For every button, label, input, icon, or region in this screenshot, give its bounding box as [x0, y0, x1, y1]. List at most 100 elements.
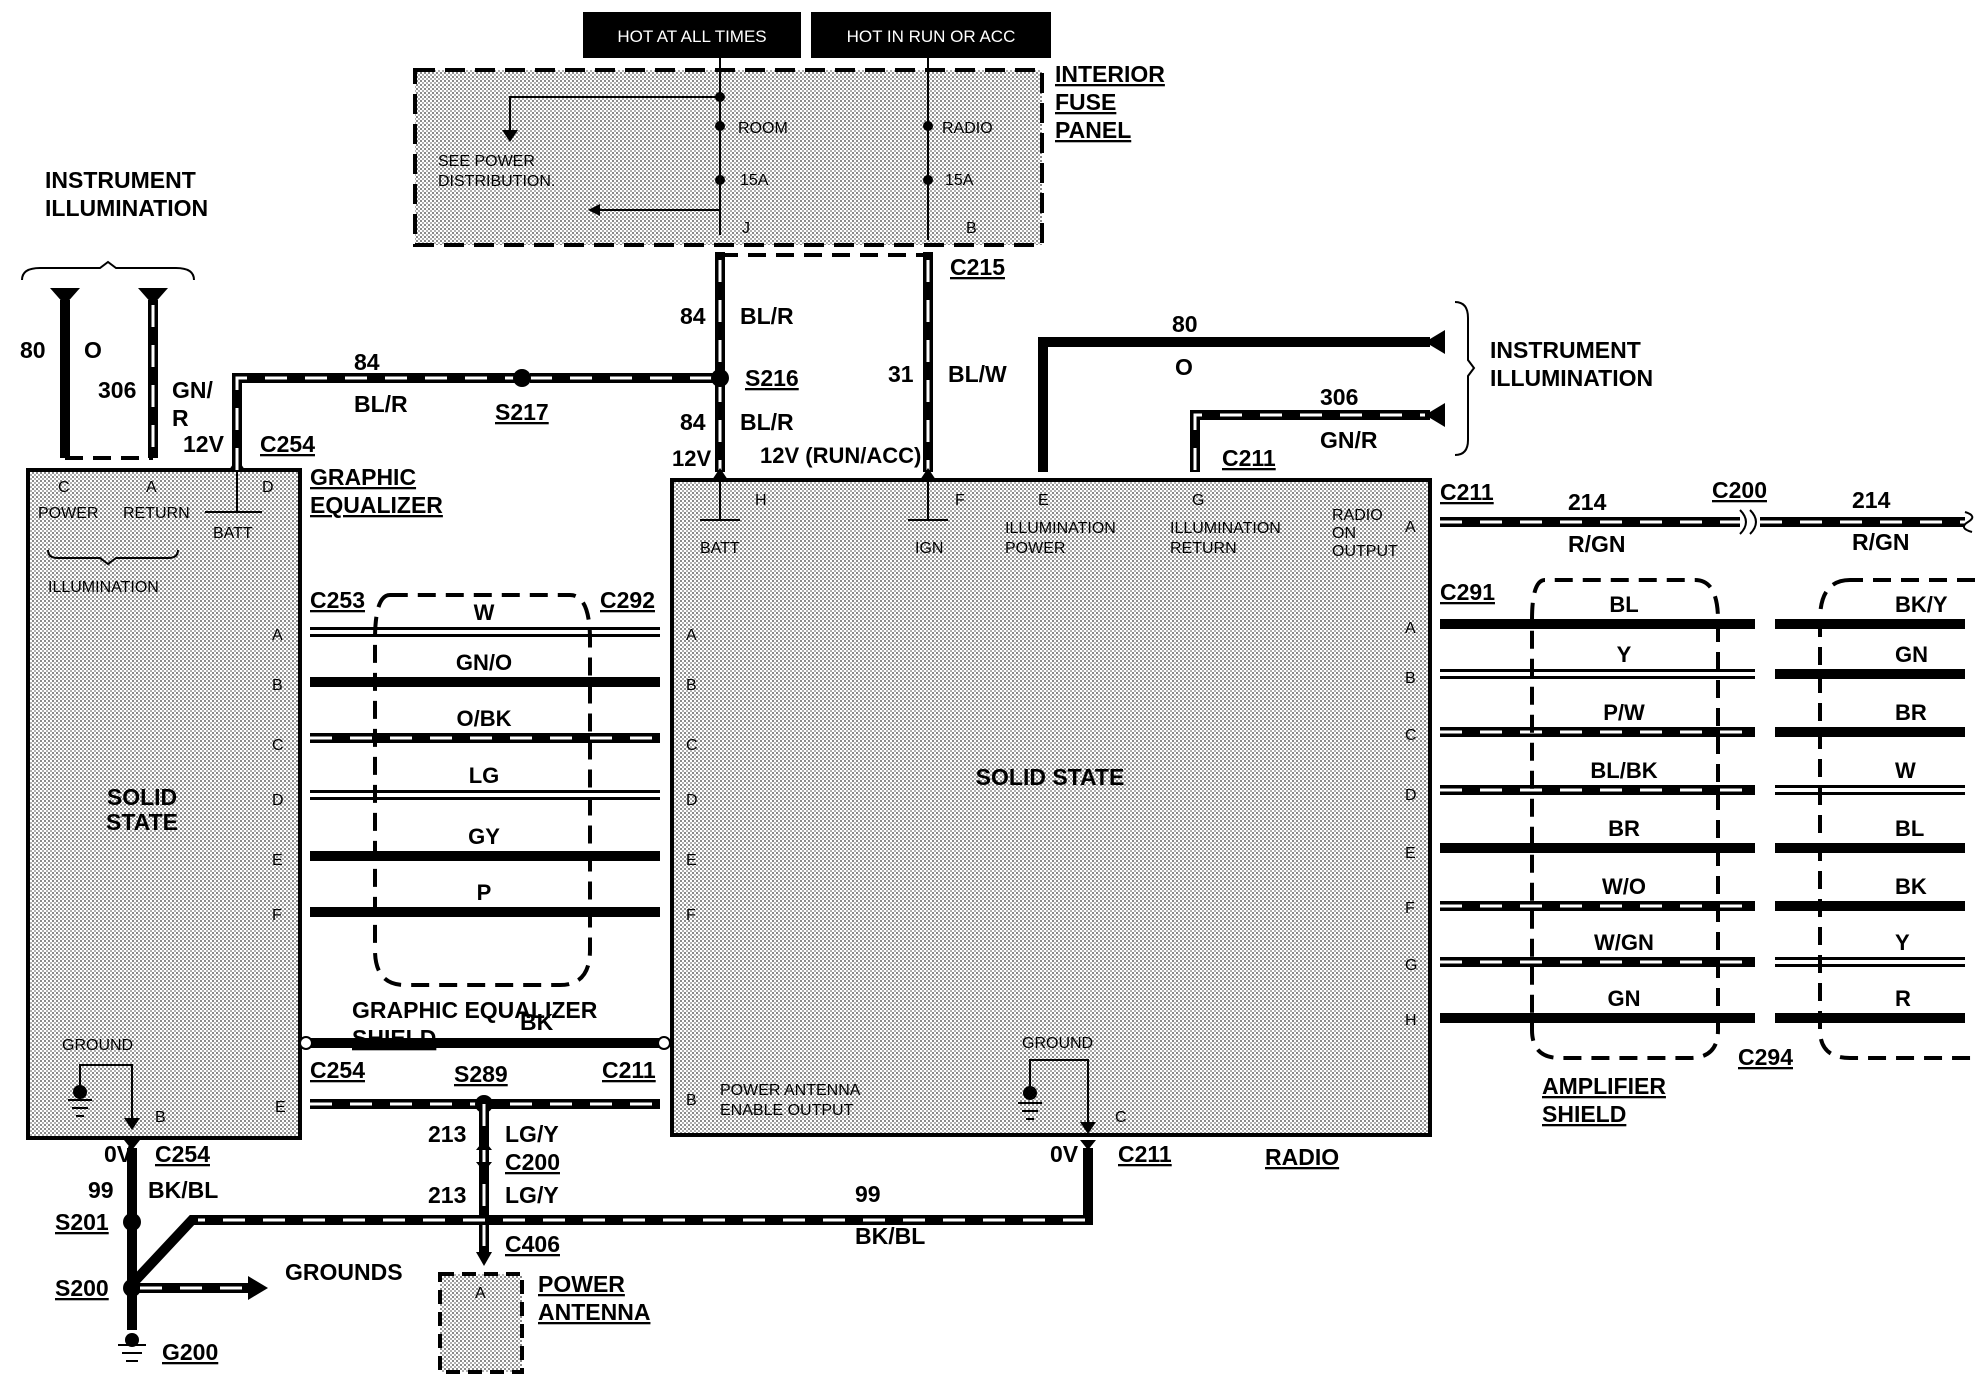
instrument-illumination-right-line-1: INSTRUMENT: [1490, 337, 1641, 363]
radio-right-pin-h: H: [1405, 1012, 1417, 1029]
splice-s201: [123, 1213, 141, 1231]
wire-84-label: 84: [354, 349, 380, 375]
c254-top-label: C254: [260, 431, 315, 457]
amp-right-y: Y: [1895, 930, 1910, 955]
radio-left-pin-a: A: [686, 627, 697, 644]
equalizer-solid-1: SOLID: [107, 784, 177, 810]
eq-right-pin-a: A: [272, 627, 283, 644]
wire-gnr-left-2: R: [172, 405, 189, 431]
feed-84-top: 84: [680, 303, 706, 329]
radio-fuse-name: RADIO: [942, 120, 993, 137]
eq-wire-obk: O/BK: [457, 706, 512, 731]
s201-label: S201: [55, 1209, 109, 1235]
wire-bkbl-right: BK/BL: [855, 1223, 925, 1249]
eq-wire-p: P: [477, 880, 492, 905]
c215-label: C215: [950, 254, 1005, 280]
c211-top-label: C211: [1222, 445, 1276, 471]
radio-title: RADIO: [1265, 1144, 1339, 1170]
radio-12v-label: 12V: [672, 446, 711, 471]
radio-illum-return-2: RETURN: [1170, 540, 1237, 557]
radio-left-pin-e: E: [686, 852, 697, 869]
amp-right-bky: BK/Y: [1895, 592, 1948, 617]
radio-pin-c: C: [1115, 1109, 1127, 1126]
radio-pin-b-bottom: B: [686, 1092, 697, 1109]
amplifier-harness: C291 C294 BL Y P/W BL/BK BR W/O W/GN GN …: [1440, 578, 1975, 1127]
c211-mid-label: C211: [602, 1057, 656, 1083]
c254-bottom-label: C254: [155, 1141, 210, 1167]
radio-fuse-amps: 15A: [945, 172, 974, 189]
power-antenna-wiring: C254 S289 C211 213 LG/Y C200 213 LG/Y C4…: [310, 1057, 660, 1374]
amp-right-gn: GN: [1895, 642, 1928, 667]
wire-31-label: 31: [888, 361, 914, 387]
wire-bkbl-left: BK/BL: [148, 1177, 218, 1203]
wire-rgn-left: R/GN: [1568, 531, 1626, 557]
c294-label: C294: [1738, 1044, 1793, 1070]
radio-ground-label: GROUND: [1022, 1035, 1093, 1052]
wire-blr-label: BL/R: [354, 391, 408, 417]
radio-unit: H BATT F IGN E ILLUMINATION POWER G ILLU…: [670, 478, 1432, 1170]
s289-label: S289: [454, 1061, 508, 1087]
fuse-panel-title-2: FUSE: [1055, 89, 1116, 115]
amp-left-blbk: BL/BK: [1590, 758, 1657, 783]
c291-label: C291: [1440, 579, 1495, 605]
feed-blr-top: BL/R: [740, 303, 794, 329]
c253-label: C253: [310, 587, 365, 613]
equalizer-power-label: POWER: [38, 505, 98, 522]
radio-illum-power-1: ILLUMINATION: [1005, 520, 1116, 537]
room-fuse-amps: 15A: [740, 172, 769, 189]
radio-right-pin-e: E: [1405, 845, 1416, 862]
wire-gnr-left-1: GN/: [172, 377, 214, 403]
vertical-feeds: 84 BL/R S216 84 BL/R 12V 12V (RUN/ACC) C…: [672, 252, 1007, 480]
wire-213-upper: 213: [428, 1121, 466, 1147]
radio-output-214: C211 214 R/GN C200 214 R/GN: [1440, 477, 1974, 557]
radio-left-pin-d: D: [686, 792, 698, 809]
radio-0v-label: 0V: [1050, 1141, 1079, 1167]
radio-on-3: OUTPUT: [1332, 543, 1398, 560]
radio-left-pin-f: F: [686, 907, 696, 924]
radio-power-antenna-2: ENABLE OUTPUT: [720, 1102, 854, 1119]
ground-wiring: 0V C254 99 BK/BL S201 S200 GROUNDS G200 …: [55, 1140, 1172, 1365]
power-antenna-label-1: POWER: [538, 1271, 625, 1297]
wire-lgy-lower: LG/Y: [505, 1182, 559, 1208]
hot-at-all-times-banner: HOT AT ALL TIMES: [583, 12, 801, 58]
grounds-label: GROUNDS: [285, 1259, 403, 1285]
c211-bottom-label: C211: [1118, 1141, 1172, 1167]
wire-gnr-right: GN/R: [1320, 427, 1378, 453]
eq-12v-label: 12V: [183, 431, 225, 457]
radio-power-antenna-1: POWER ANTENNA: [720, 1082, 861, 1099]
eq-0v-label: 0V: [104, 1141, 133, 1167]
c406-label: C406: [505, 1231, 560, 1257]
radio-pin-g: G: [1192, 492, 1204, 509]
instrument-illumination-left: INSTRUMENT ILLUMINATION 80 O 306 GN/ R: [20, 167, 214, 460]
amp-left-br: BR: [1608, 816, 1640, 841]
interior-fuse-panel: INTERIOR FUSE PANEL SEE POWER DISTRIBUTI…: [413, 58, 1165, 247]
equalizer-pin-c: C: [58, 479, 70, 496]
wire-lgy-upper: LG/Y: [505, 1121, 559, 1147]
radio-left-pin-b: B: [686, 677, 697, 694]
amp-right-br: BR: [1895, 700, 1927, 725]
amp-right-bk: BK: [1895, 874, 1927, 899]
radio-pin-f: F: [955, 492, 965, 509]
g200-label: G200: [162, 1339, 218, 1365]
splice-s216: [711, 369, 729, 387]
room-fuse-pin: J: [742, 220, 750, 237]
radio-right-pin-c: C: [1405, 727, 1417, 744]
eq-wire-w: W: [474, 600, 495, 625]
radio-on-2: ON: [1332, 525, 1356, 542]
instrument-illumination-left-line-2: ILLUMINATION: [45, 195, 208, 221]
radio-fuse-pin: B: [966, 220, 977, 237]
wire-blw-label: BL/W: [948, 361, 1007, 387]
radio-left-pin-c: C: [686, 737, 698, 754]
radio-solid-state: SOLID STATE: [976, 764, 1125, 790]
amp-left-bl: BL: [1609, 592, 1638, 617]
amp-right-r: R: [1895, 986, 1911, 1011]
equalizer-ground-label: GROUND: [62, 1037, 133, 1054]
equalizer-pin-e: E: [275, 1099, 286, 1116]
instrument-illumination-right: 80 O 306 GN/R C211 INSTRUMENT ILLUMINATI…: [1038, 301, 1653, 472]
amp-left-wgn: W/GN: [1594, 930, 1654, 955]
radio-right-pin-g: G: [1405, 957, 1417, 974]
hot-at-all-times-label: HOT AT ALL TIMES: [617, 27, 766, 46]
equalizer-harness: C253 C292 W GN/O O/BK LG GY P GRAPHIC EQ…: [299, 587, 671, 1051]
equalizer-title-2: EQUALIZER: [310, 492, 443, 518]
equalizer-title-1: GRAPHIC: [310, 464, 416, 490]
